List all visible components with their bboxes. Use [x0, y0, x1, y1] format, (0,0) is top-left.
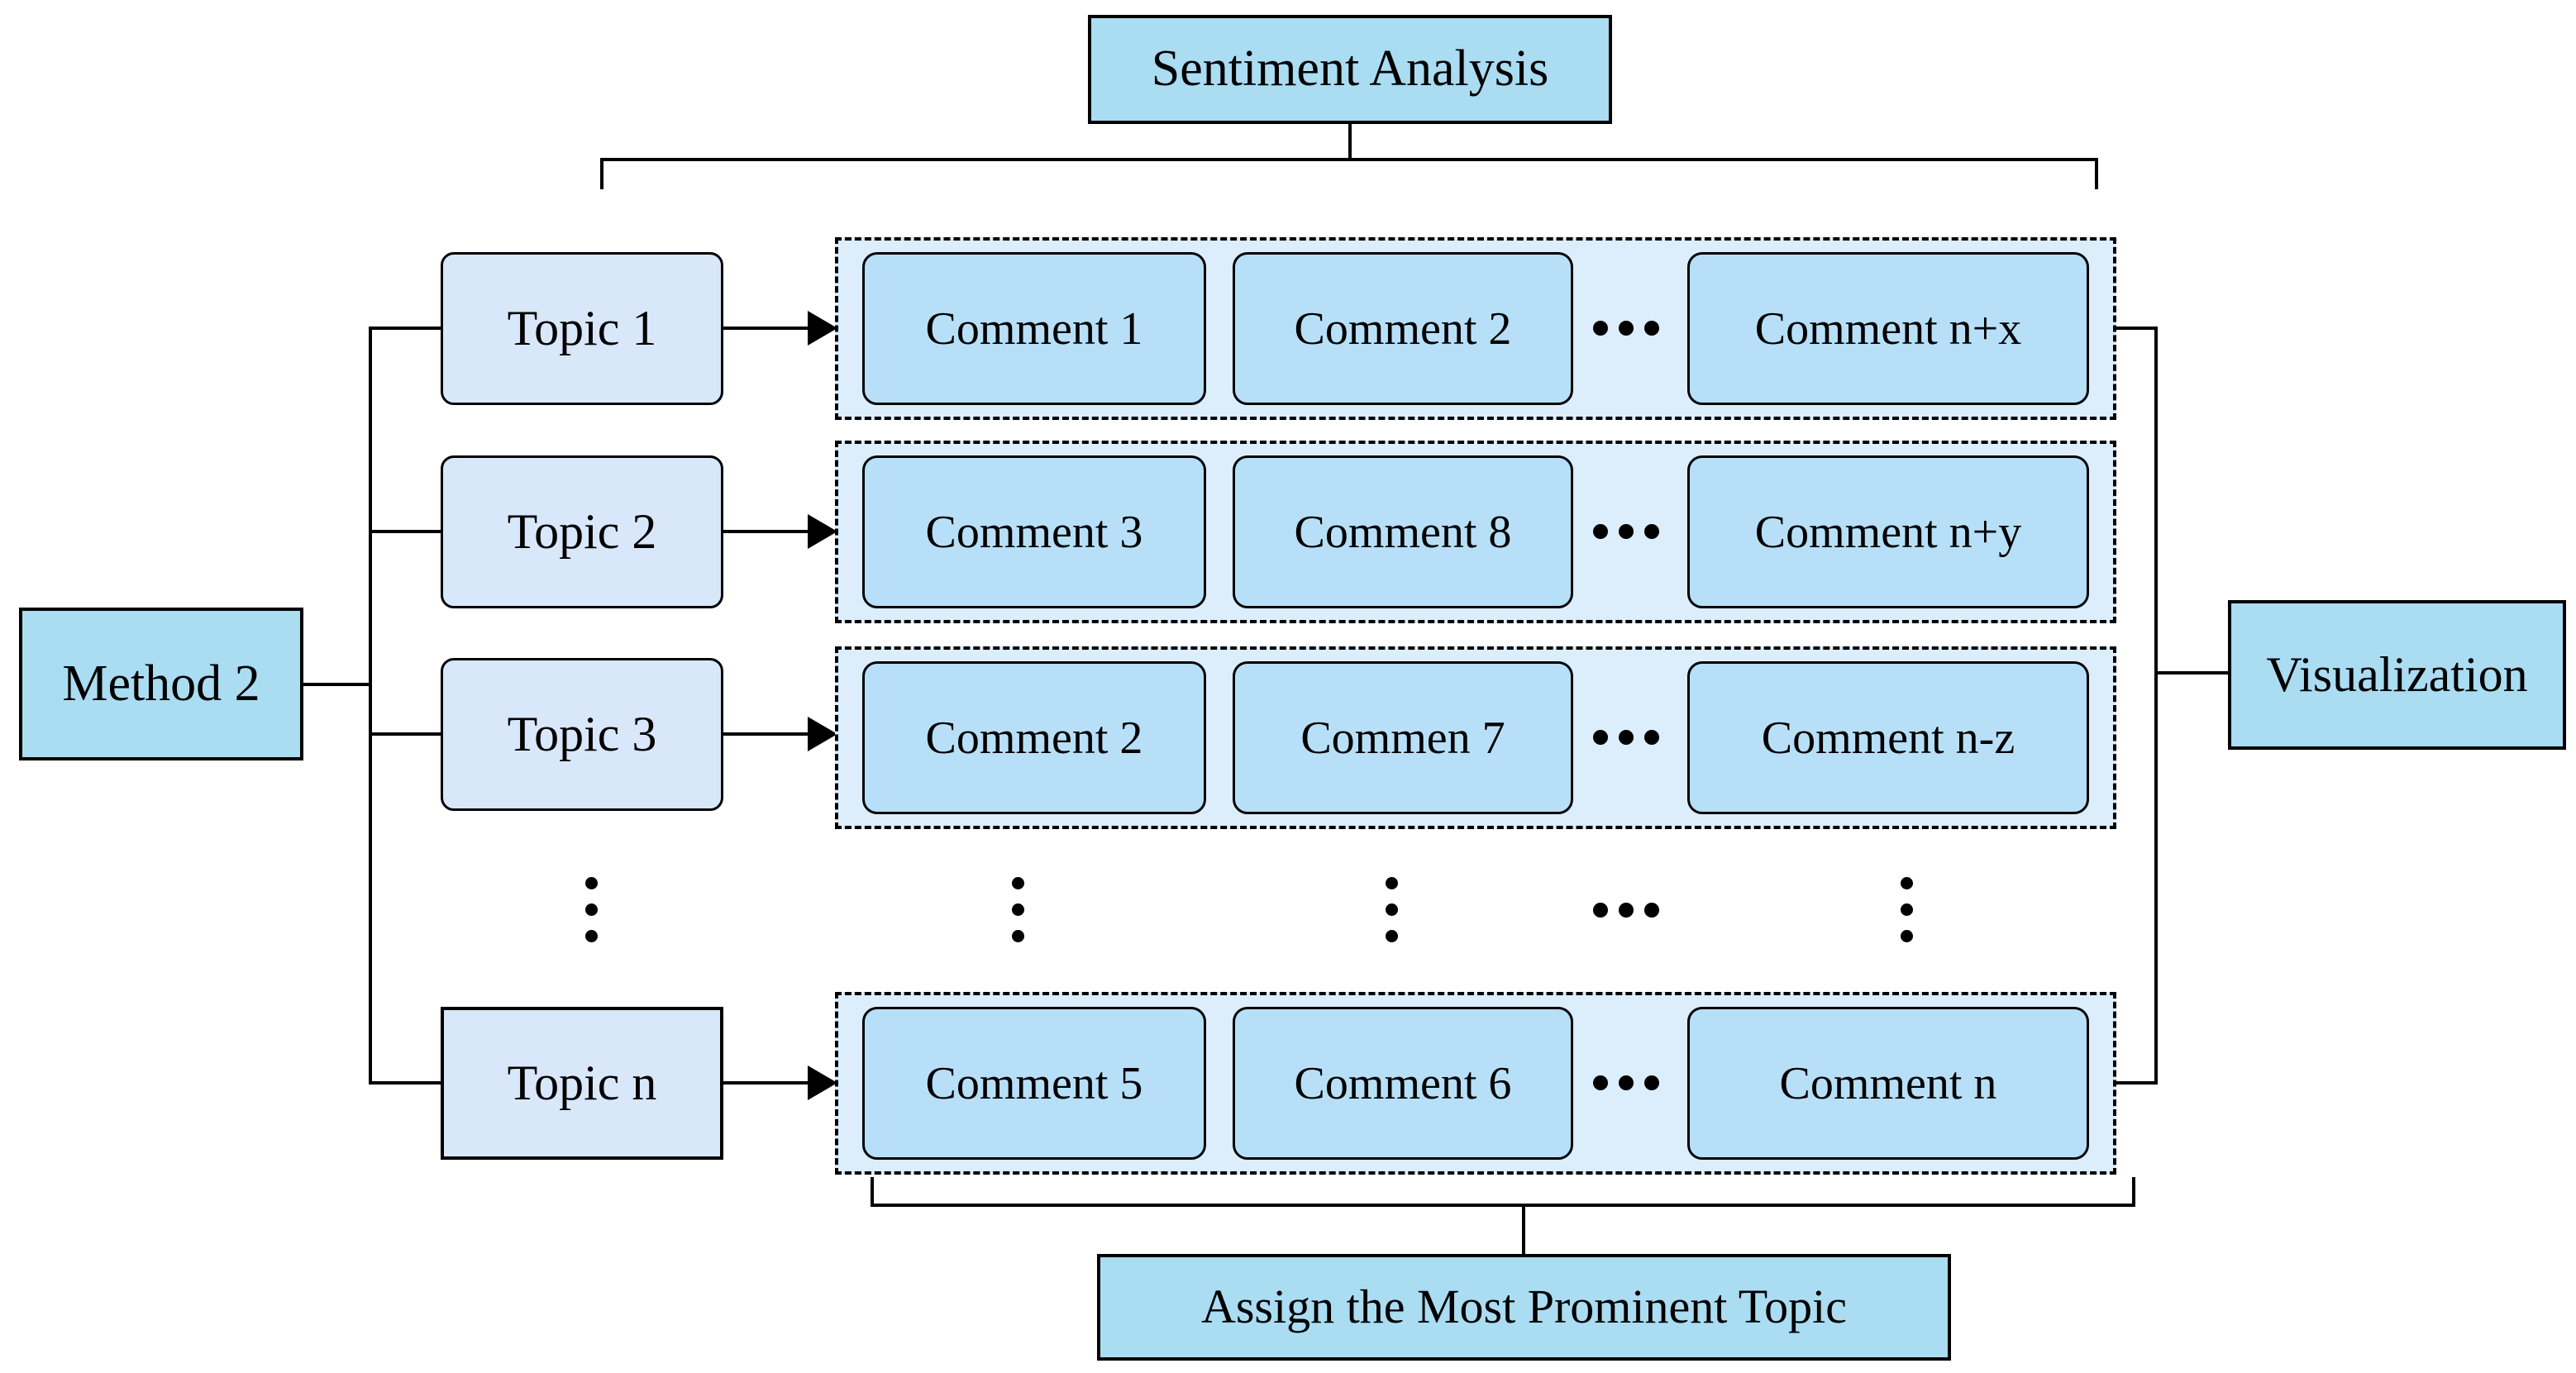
comment-row-1: Comment 1 Comment 2 Comment n+x	[835, 237, 2116, 420]
topic-2-box: Topic 2	[441, 455, 723, 608]
vertical-ellipsis-icon	[1386, 877, 1398, 942]
bottom-bracket-right-tick	[2132, 1177, 2135, 1207]
horizontal-ellipsis-icon	[1593, 1075, 1659, 1090]
comment-box: Comment 3	[862, 455, 1206, 608]
comment-box: Comment 8	[1233, 455, 1573, 608]
arrow-head-icon	[808, 717, 837, 751]
branch-stub-row1	[372, 327, 441, 330]
comment-box: Comment n	[1687, 1007, 2089, 1160]
comment-box: Comment 6	[1233, 1007, 1573, 1160]
arrow-line-row2	[723, 530, 810, 533]
branch-stub-row3	[372, 732, 441, 736]
comment-box: Comment 5	[862, 1007, 1206, 1160]
assign-topic-box: Assign the Most Prominent Topic	[1097, 1254, 1951, 1361]
comment-box: Comment 1	[862, 252, 1206, 405]
top-bracket-left-tick	[600, 158, 603, 189]
arrow-line-row1	[723, 327, 810, 330]
sentiment-analysis-box: Sentiment Analysis	[1088, 15, 1612, 124]
arrow-line-row3	[723, 732, 810, 736]
vertical-ellipsis-icon	[1012, 877, 1024, 942]
arrow-line-rown	[723, 1081, 810, 1085]
top-bracket-stem	[1348, 124, 1352, 161]
right-stub-row1	[2116, 327, 2158, 330]
arrow-head-icon	[808, 311, 837, 346]
bottom-bracket-line	[871, 1204, 2135, 1207]
visualization-box: Visualization	[2228, 600, 2566, 750]
method-2-box: Method 2	[19, 608, 303, 760]
vertical-ellipsis-icon	[585, 877, 598, 942]
comment-box: Comment 2	[862, 661, 1206, 814]
comment-row-2: Comment 3 Comment 8 Comment n+y	[835, 441, 2116, 623]
left-branch-line	[369, 327, 372, 1085]
branch-stub-rown	[372, 1081, 441, 1085]
comment-box: Comment n+x	[1687, 252, 2089, 405]
bottom-bracket-stem	[1522, 1207, 1525, 1254]
comment-box: Commen 7	[1233, 661, 1573, 814]
horizontal-ellipsis-icon	[1593, 730, 1659, 745]
arrow-head-icon	[808, 1066, 837, 1100]
comment-box: Comment n-z	[1687, 661, 2089, 814]
top-bracket-right-tick	[2095, 158, 2098, 189]
right-collector-line	[2154, 327, 2158, 1085]
comment-box: Comment n+y	[1687, 455, 2089, 608]
topic-1-box: Topic 1	[441, 252, 723, 405]
comment-row-n: Comment 5 Comment 6 Comment n	[835, 992, 2116, 1175]
right-stub-rown	[2116, 1081, 2158, 1085]
method-branch-stub	[303, 683, 372, 686]
horizontal-ellipsis-icon	[1593, 321, 1659, 336]
horizontal-ellipsis-icon	[1593, 903, 1659, 918]
visualization-stub	[2158, 671, 2228, 675]
branch-stub-row2	[372, 530, 441, 533]
topic-n-box: Topic n	[441, 1007, 723, 1160]
arrow-head-icon	[808, 514, 837, 549]
comment-box: Comment 2	[1233, 252, 1573, 405]
topic-3-box: Topic 3	[441, 658, 723, 811]
bottom-bracket-left-tick	[871, 1177, 874, 1207]
horizontal-ellipsis-icon	[1593, 524, 1659, 539]
comment-row-3: Comment 2 Commen 7 Comment n-z	[835, 646, 2116, 829]
vertical-ellipsis-icon	[1901, 877, 1913, 942]
top-bracket-line	[600, 158, 2098, 161]
